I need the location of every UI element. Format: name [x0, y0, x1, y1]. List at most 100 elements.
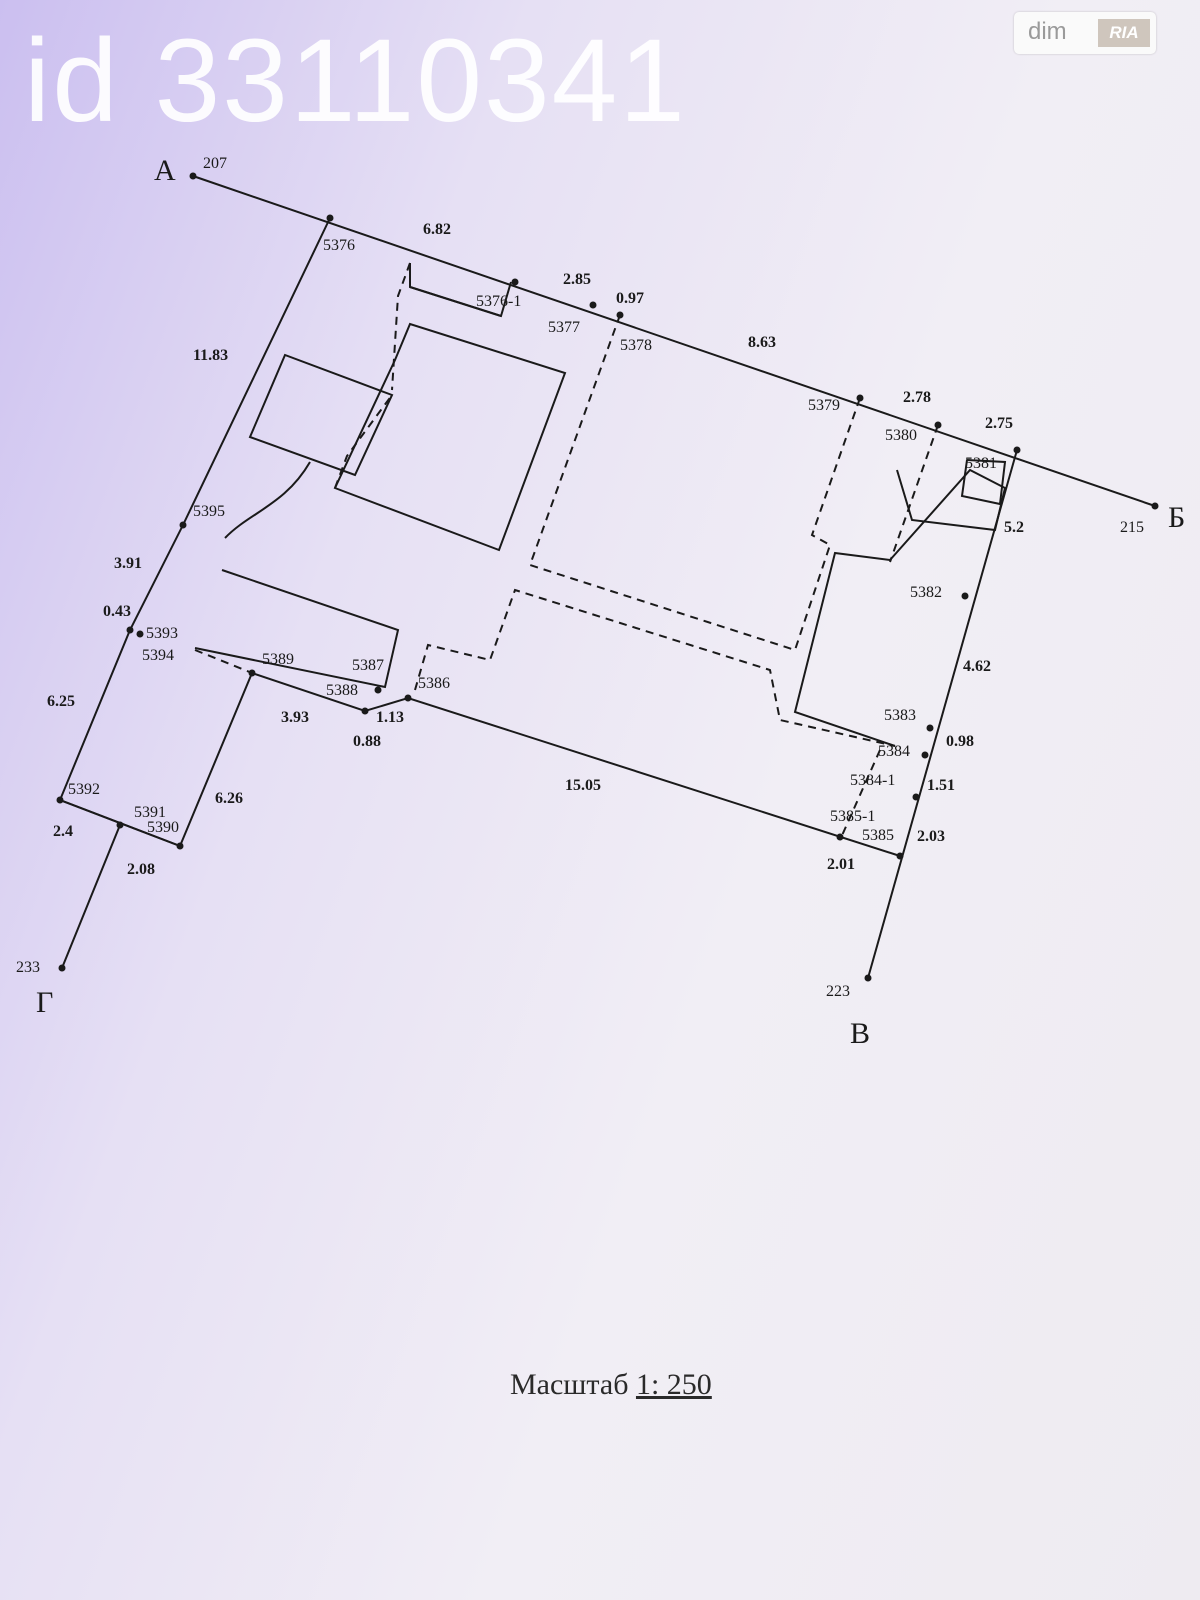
dimria-logo: dim RIA: [1014, 12, 1156, 54]
dim-label-0-88: 0.88: [353, 733, 381, 750]
building-dashed-5376-1: [391, 262, 411, 391]
point-label-5388: 5388: [326, 682, 358, 699]
building-solid-main: [333, 322, 567, 552]
scale-caption: Масштаб 1: 250: [510, 1368, 712, 1402]
point-label-5385-1: 5385-1: [830, 808, 875, 825]
dim-label-5-2: 5.2: [1004, 519, 1024, 536]
point-label-5394: 5394: [142, 647, 174, 664]
point-label-5382: 5382: [910, 584, 942, 601]
point-label-5387: 5387: [352, 657, 384, 674]
dim-label-1-13: 1.13: [376, 709, 404, 726]
dim-label-2-75: 2.75: [985, 415, 1013, 432]
point-5390-marker: [176, 842, 184, 850]
logo-dim-text: dim: [1028, 18, 1067, 45]
corner-label-v: В: [850, 1017, 870, 1050]
dim-label-3-91: 3.91: [114, 555, 142, 572]
point-215-marker: [1151, 502, 1159, 510]
point-label-5376: 5376: [323, 237, 355, 254]
building-dashed-south: [414, 588, 896, 747]
dim-label-6-26: 6.26: [215, 790, 243, 807]
building-solid-5381: [960, 459, 1007, 506]
dim-label-11-83: 11.83: [193, 347, 228, 364]
parcel-boundary: [58, 217, 901, 857]
point-5395-marker: [179, 521, 187, 529]
point-5381-marker: [1013, 446, 1021, 454]
point-233-marker: [58, 964, 66, 972]
corner-label-a: А: [154, 154, 176, 187]
point-5384-marker: [921, 751, 929, 759]
dim-label-4-62: 4.62: [963, 658, 991, 675]
dim-label-2-4: 2.4: [53, 823, 73, 840]
dim-label-6-25: 6.25: [47, 693, 75, 710]
point-label-5392: 5392: [68, 781, 100, 798]
point-5383-marker: [926, 724, 934, 732]
dim-label-2-08: 2.08: [127, 861, 155, 878]
point-label-207: 207: [203, 155, 227, 172]
corner-label-g: Г: [36, 986, 53, 1019]
point-5380-marker: [934, 421, 942, 429]
point-label-5376-1: 5376-1: [476, 293, 521, 310]
building-dashed-5380: [889, 424, 939, 563]
building-solid-curve-5395: [224, 461, 311, 539]
point-5389-marker: [248, 669, 256, 677]
point-5393-marker: [126, 626, 134, 634]
dim-label-2-85: 2.85: [563, 271, 591, 288]
boundary-line-b-v: [867, 449, 1018, 979]
point-5379-marker: [856, 394, 864, 402]
point-5387-marker: [374, 686, 382, 694]
point-label-233: 233: [16, 959, 40, 976]
corner-label-b: Б: [1168, 501, 1185, 534]
listing-id-watermark: id 33110341: [24, 15, 687, 147]
building-solid-east: [793, 468, 1007, 747]
scale-prefix: Масштаб: [510, 1368, 629, 1401]
point-label-5390: 5390: [147, 819, 179, 836]
point-5382-marker: [961, 592, 969, 600]
boundary-line-g: [61, 824, 121, 969]
point-label-223: 223: [826, 983, 850, 1000]
point-223-marker: [864, 974, 872, 982]
point-5377-marker: [589, 301, 597, 309]
logo-ria-badge: RIA: [1098, 19, 1150, 47]
dim-label-0-98: 0.98: [946, 733, 974, 750]
point-label-5381: 5381: [965, 455, 997, 472]
point-5385-marker: [896, 852, 904, 860]
building-solid-5376-1-inner: [409, 286, 502, 317]
dim-label-2-78: 2.78: [903, 389, 931, 406]
point-label-5384: 5384: [878, 743, 910, 760]
point-5385-1-marker: [836, 833, 844, 841]
point-5386-marker: [404, 694, 412, 702]
point-label-5383: 5383: [884, 707, 916, 724]
point-label-5389: 5389: [262, 651, 294, 668]
point-label-215: 215: [1120, 519, 1144, 536]
building-dashed-5385: [839, 749, 881, 841]
point-label-5378: 5378: [620, 337, 652, 354]
building-solid-annex: [194, 569, 400, 689]
dim-label-2-01: 2.01: [827, 856, 855, 873]
point-label-5380: 5380: [885, 427, 917, 444]
point-label-5395: 5395: [193, 503, 225, 520]
point-5392-marker: [56, 796, 64, 804]
building-dashed-5394: [194, 649, 253, 674]
point-5394-marker: [136, 630, 144, 638]
point-label-5385: 5385: [862, 827, 894, 844]
scale-ratio: 1: 250: [635, 1368, 712, 1401]
point-5391-marker: [116, 821, 124, 829]
point-label-5384-1: 5384-1: [850, 772, 895, 789]
point-5376-1-marker: [511, 278, 519, 286]
dim-label-0-43: 0.43: [103, 603, 131, 620]
boundary-line-a-b: [192, 175, 1156, 507]
dim-label-1-51: 1.51: [927, 777, 955, 794]
point-5384-1-marker: [912, 793, 920, 801]
point-5376-marker: [326, 214, 334, 222]
dim-label-15-05: 15.05: [565, 777, 601, 794]
dim-label-0-97: 0.97: [616, 290, 644, 307]
point-label-5379: 5379: [808, 397, 840, 414]
building-dashed-main: [334, 394, 393, 489]
point-label-5377: 5377: [548, 319, 580, 336]
point-label-5386: 5386: [418, 675, 450, 692]
dim-label-3-93: 3.93: [281, 709, 309, 726]
point-label-5391: 5391: [134, 804, 166, 821]
dim-label-6-82: 6.82: [423, 221, 451, 238]
dim-label-8-63: 8.63: [748, 334, 776, 351]
